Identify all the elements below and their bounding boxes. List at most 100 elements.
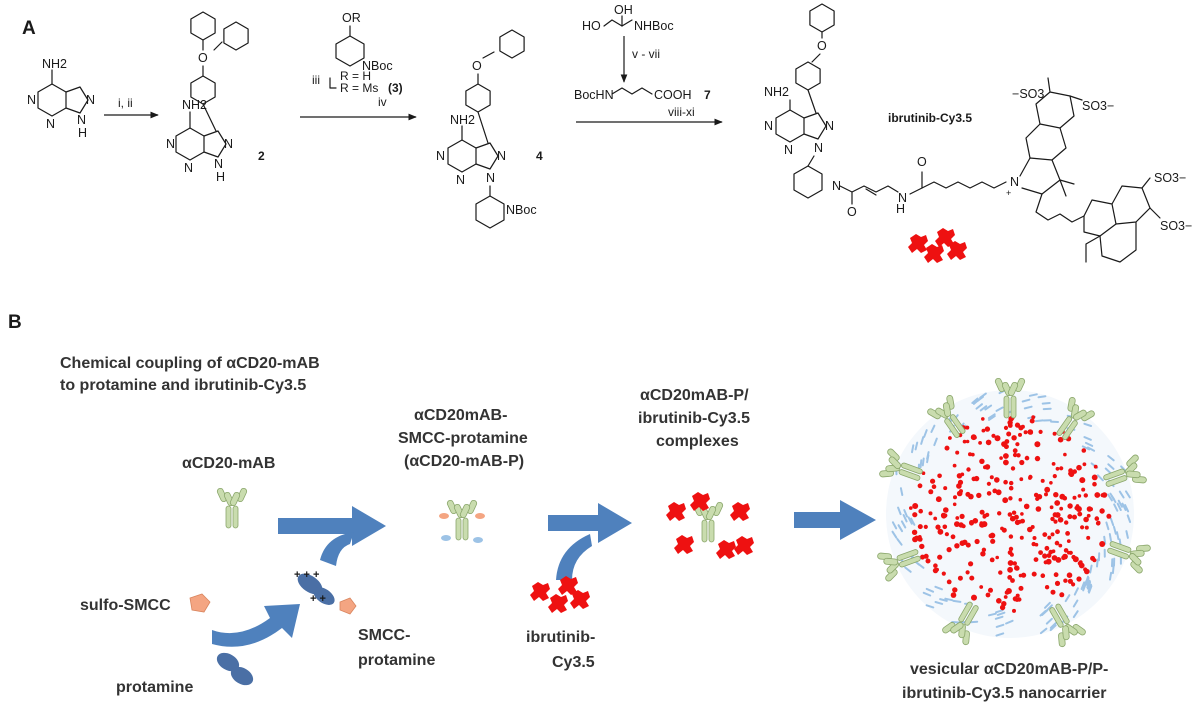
dye-dot xyxy=(1042,532,1048,537)
dye-dot xyxy=(1044,486,1051,493)
dye-dot xyxy=(1067,514,1073,520)
dye-dot xyxy=(1052,431,1057,436)
dye-dot xyxy=(1062,553,1068,560)
dye-dot xyxy=(981,428,986,433)
dye-dot xyxy=(1064,520,1069,525)
dye-dot xyxy=(995,555,999,560)
dye-dot xyxy=(1086,535,1091,540)
curved-arrow-protamine xyxy=(212,604,300,647)
lipid-chain xyxy=(1064,594,1071,603)
dye-dot xyxy=(1044,585,1050,590)
n-label: N xyxy=(1010,175,1019,189)
dye-dot xyxy=(1076,576,1082,582)
lipid-chain xyxy=(1041,402,1051,405)
dye-dot xyxy=(933,563,938,568)
cooh-label: COOH xyxy=(654,88,692,102)
n-label: N xyxy=(46,117,55,131)
dye-dot xyxy=(955,450,960,455)
nboc-label: NBoc xyxy=(506,203,537,217)
lipid-chain xyxy=(916,562,925,569)
dye-dot xyxy=(919,543,925,550)
dye-dot xyxy=(999,456,1003,460)
dye-dot xyxy=(1013,514,1019,520)
h-label: H xyxy=(78,126,87,140)
dye-dot xyxy=(1093,464,1098,469)
dye-dot xyxy=(1094,516,1100,521)
dye-dot xyxy=(1012,561,1017,566)
lipid-chain xyxy=(972,398,981,405)
dye-dot xyxy=(1072,556,1079,563)
so3-label-1: −SO3 xyxy=(1012,87,1044,101)
ibrutinib-cy35-structure: O NH2 N N N N N O N H O N + xyxy=(764,3,1161,263)
dye-dot xyxy=(943,486,948,491)
dye-dot xyxy=(960,472,965,477)
dye-dot xyxy=(1066,539,1071,543)
dye-dot xyxy=(1028,474,1033,480)
compound-2-structure: O NH2 N N N N H xyxy=(166,11,249,184)
lipid-chain xyxy=(896,538,903,546)
lipid-chain xyxy=(921,457,925,467)
dye-dot xyxy=(957,575,963,581)
dye-dot xyxy=(988,533,994,539)
dye-dot xyxy=(961,524,966,529)
lipid-chain xyxy=(1108,533,1112,542)
dye-dot xyxy=(1084,568,1090,575)
dye-dot xyxy=(982,514,987,519)
lipid-chain xyxy=(1107,463,1115,470)
panel-a-letter: A xyxy=(22,18,36,39)
n-label: N xyxy=(184,161,193,175)
compound-4-label: 4 xyxy=(536,149,543,163)
lipid-chain xyxy=(914,441,919,451)
dye-dot xyxy=(1033,557,1039,562)
sulfo-smcc-icon xyxy=(189,593,211,613)
h-label: H xyxy=(896,202,905,216)
dye-dot xyxy=(911,529,918,535)
curved-arrow-ibrutinib xyxy=(556,534,592,580)
dye-dot xyxy=(1020,424,1025,429)
dye-dot xyxy=(1001,441,1007,447)
dye-dot xyxy=(999,604,1006,611)
dye-dot xyxy=(1096,520,1101,525)
dye-dot xyxy=(953,495,957,500)
lipid-chain xyxy=(1046,604,1053,612)
conjugate-label-line2: SMCC-protamine xyxy=(398,430,528,447)
so3-label-2: SO3− xyxy=(1082,99,1114,113)
dye-dot xyxy=(1018,432,1022,437)
dye-dot xyxy=(965,439,970,444)
dye-dot xyxy=(959,540,966,546)
dye-dot xyxy=(1012,608,1016,613)
dye-dot xyxy=(1084,525,1089,530)
dye-dot xyxy=(1007,575,1013,580)
dye-dot xyxy=(991,433,996,438)
dye-dot xyxy=(1034,455,1041,462)
dye-dot xyxy=(1003,595,1008,599)
n-label: N xyxy=(497,149,506,163)
dye-dot xyxy=(955,516,960,520)
lipid-chain xyxy=(1072,610,1079,619)
dye-dot xyxy=(1099,508,1105,514)
nh2-label: NH2 xyxy=(182,98,207,112)
dye-dot xyxy=(970,434,977,441)
dye-dot xyxy=(1000,526,1004,531)
lipid-chain xyxy=(1073,587,1079,596)
dye-dot xyxy=(935,524,941,530)
dye-dot xyxy=(1043,560,1048,565)
dye-dot xyxy=(1017,597,1022,602)
dye-dot xyxy=(1023,430,1028,435)
dye-dot xyxy=(950,534,956,540)
dye-dot xyxy=(1065,531,1070,536)
lipid-chain xyxy=(1089,564,1093,574)
lipid-chain xyxy=(988,612,997,617)
conjugate-icon xyxy=(439,498,485,543)
dye-dot xyxy=(1040,573,1046,578)
dye-dot xyxy=(1021,572,1027,578)
lipid-chain xyxy=(995,406,1004,412)
n-label: N xyxy=(86,93,95,107)
dye-dot xyxy=(1066,572,1073,578)
dye-dot xyxy=(948,436,952,440)
dye-dot xyxy=(1007,566,1013,573)
dye-dot xyxy=(1006,431,1012,437)
lipid-chain xyxy=(1121,502,1127,511)
nh2-label: NH2 xyxy=(450,113,475,127)
dye-dot xyxy=(1050,589,1056,595)
